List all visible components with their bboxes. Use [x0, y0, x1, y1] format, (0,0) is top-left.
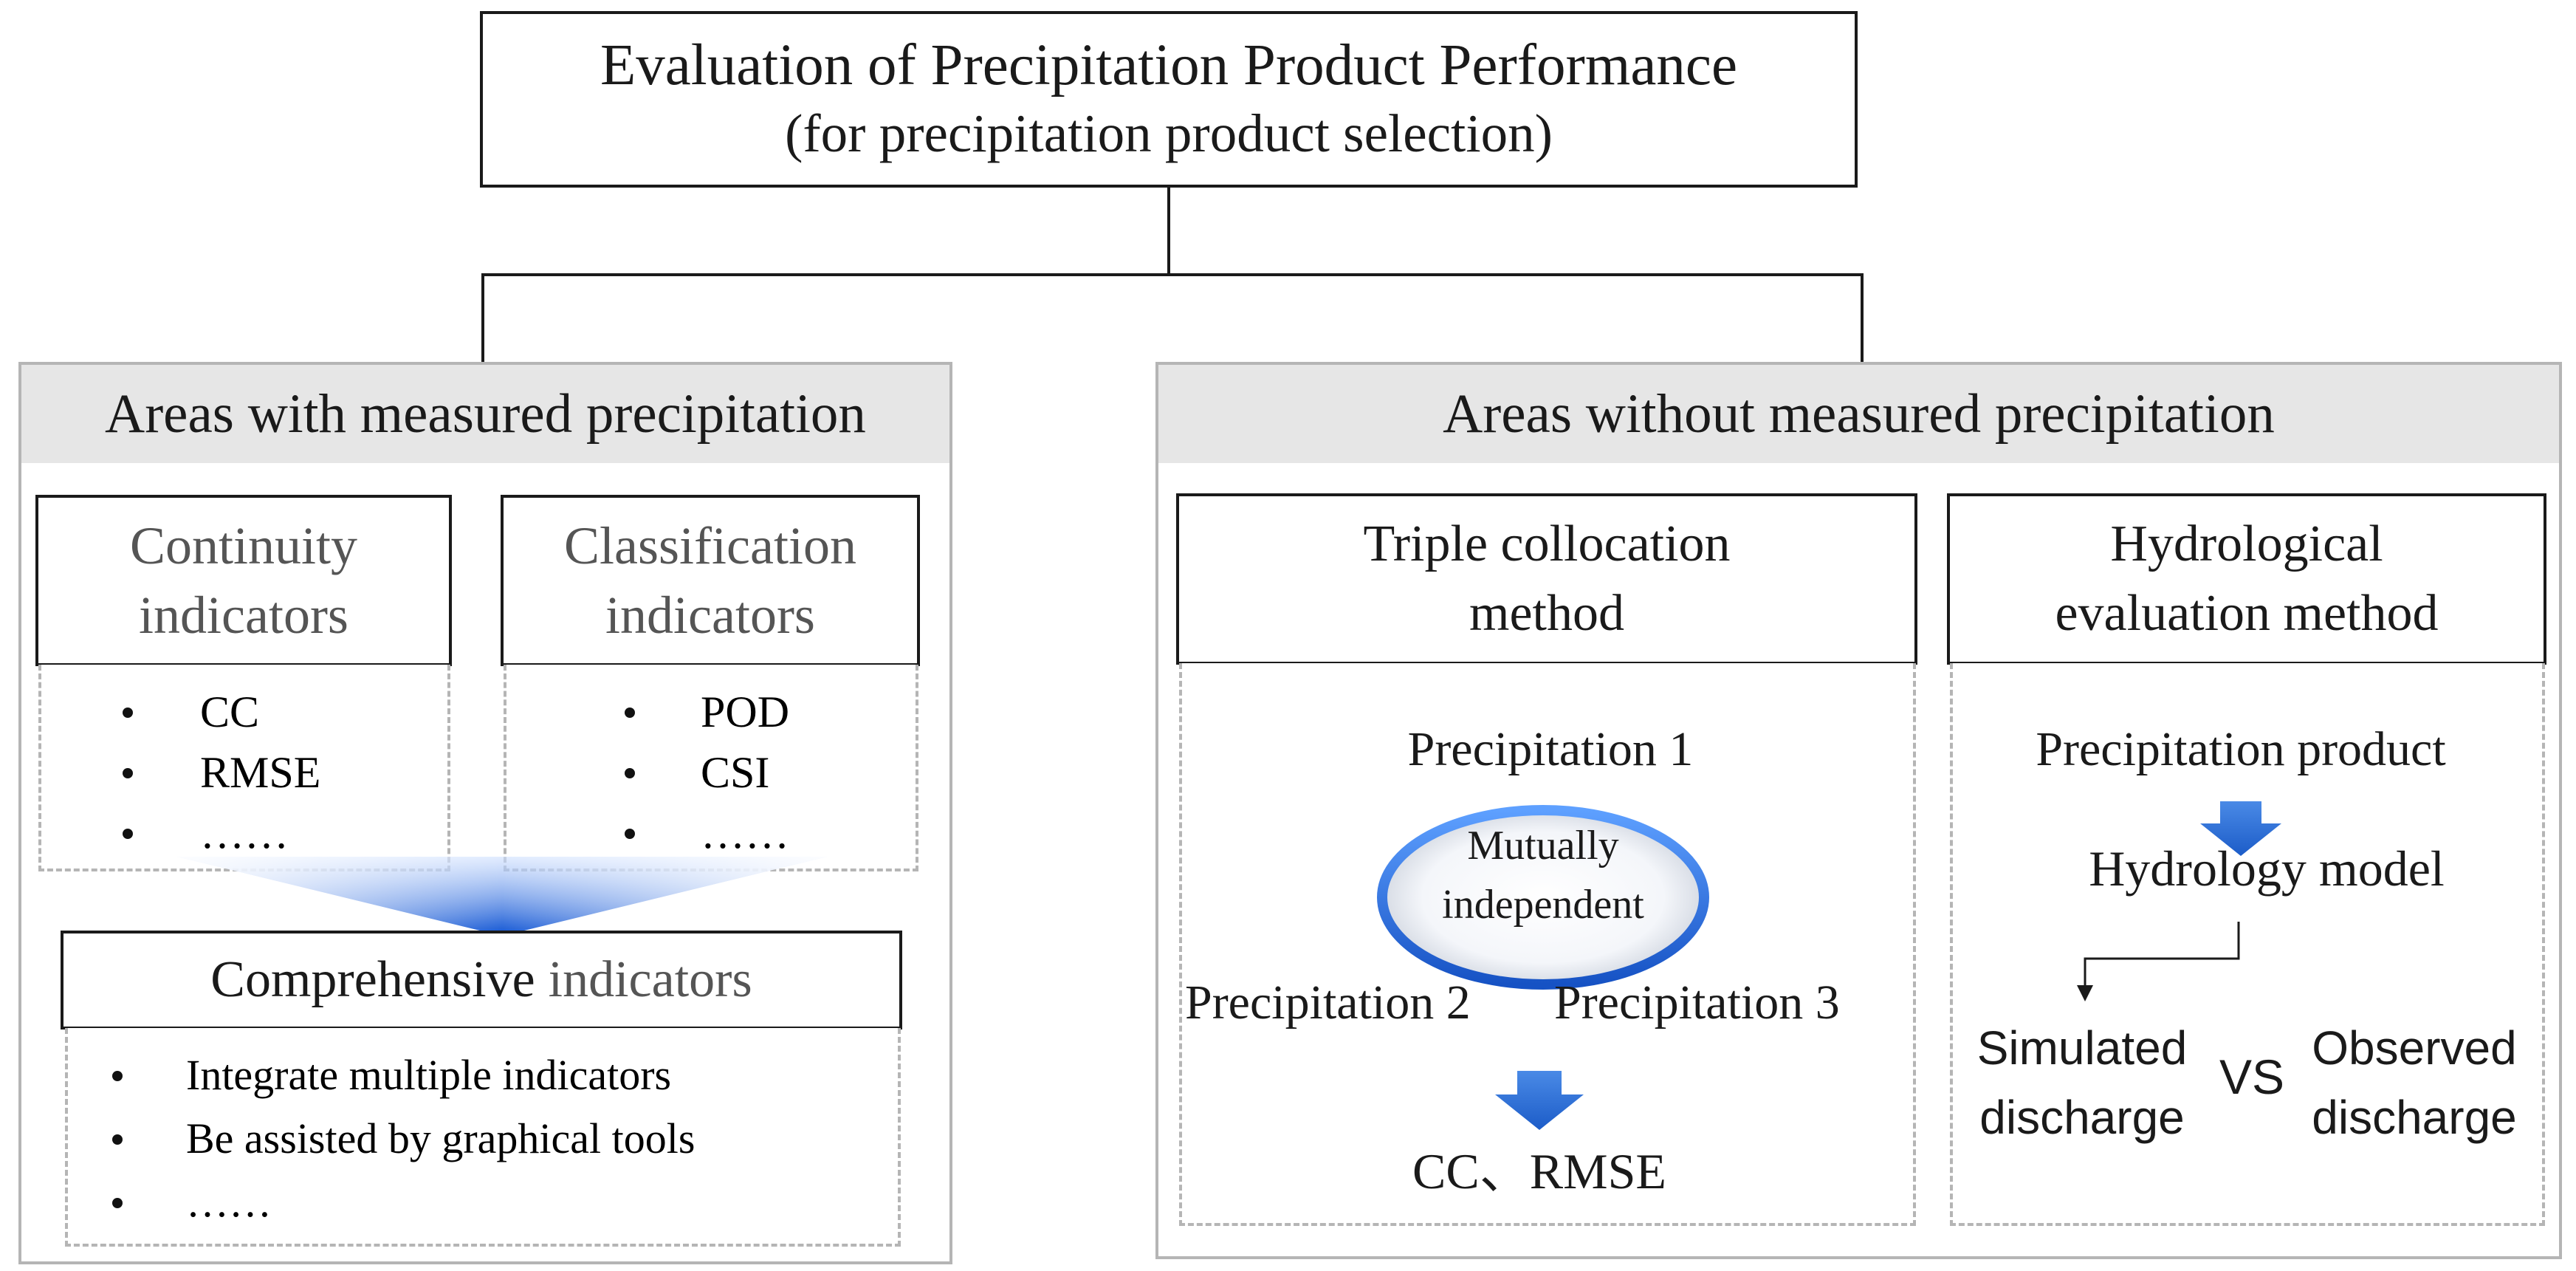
precipitation-1-label: Precipitation 1 — [1407, 722, 1694, 776]
ellipse-text: Mutually independent — [1373, 816, 1713, 934]
simulated-line2: discharge — [1979, 1091, 2185, 1144]
continuity-label-line1: Continuity — [129, 516, 358, 575]
mutually-independent-ellipse-icon — [1377, 805, 1709, 990]
classification-item-0: POD — [701, 688, 790, 736]
classification-indicators-box: Classification indicators — [501, 495, 920, 666]
down-arrow-icon — [1495, 1071, 1584, 1130]
hydro-label-line1: Hydrological — [2110, 515, 2383, 572]
precipitation-2-label: Precipitation 2 — [1185, 976, 1471, 1030]
comprehensive-label-word2: indicators — [548, 951, 752, 1008]
classification-label-line1: Classification — [564, 516, 856, 575]
observed-line2: discharge — [2312, 1091, 2517, 1144]
right-panel-heading: Areas without measured precipitation — [1158, 365, 2559, 463]
classification-list-panel: POD CSI …… — [504, 665, 918, 871]
comprehensive-item-1: Be assisted by graphical tools — [186, 1114, 695, 1162]
right-heading-text: Areas without measured precipitation — [1443, 383, 2275, 445]
left-panel-heading: Areas with measured precipitation — [21, 365, 949, 463]
triple-label-line2: method — [1469, 585, 1624, 642]
hydro-label-line2: evaluation method — [2055, 585, 2439, 642]
classification-item-2: …… — [701, 809, 789, 857]
precipitation-3-label: Precipitation 3 — [1554, 976, 1840, 1030]
classification-label-line2: indicators — [605, 586, 815, 645]
bullet-icon — [112, 1134, 123, 1145]
comprehensive-item-2: …… — [186, 1178, 272, 1226]
top-title: Evaluation of Precipitation Product Perf… — [600, 32, 1738, 97]
connector-left-drop — [481, 273, 484, 363]
comprehensive-list-panel: Integrate multiple indicators Be assiste… — [65, 1028, 901, 1247]
observed-line1: Observed — [2312, 1021, 2517, 1075]
hydrological-evaluation-box: Hydrological evaluation method — [1947, 493, 2546, 665]
hydrological-panel — [1950, 663, 2545, 1226]
simulated-discharge-label: Simulated discharge — [1957, 1013, 2208, 1152]
ellipse-line2: independent — [1442, 882, 1644, 928]
simulated-line1: Simulated — [1976, 1021, 2188, 1075]
comprehensive-label-word1: Comprehensive — [210, 951, 535, 1008]
continuity-list-panel: CC RMSE …… — [38, 665, 450, 871]
elbow-arrow-icon — [2077, 922, 2240, 1001]
top-subtitle: (for precipitation product selection) — [785, 103, 1553, 163]
continuity-label-line2: indicators — [139, 586, 348, 645]
triple-label-line1: Triple collocation — [1363, 515, 1731, 572]
funnel-gradient-icon — [177, 857, 827, 931]
bullet-icon — [112, 1198, 123, 1208]
comprehensive-indicators-box: Comprehensive indicators — [61, 931, 902, 1030]
connector-right-drop — [1861, 273, 1864, 363]
continuity-indicators-box: Continuity indicators — [35, 495, 452, 666]
top-title-box: Evaluation of Precipitation Product Perf… — [480, 11, 1858, 188]
bullet-icon — [123, 708, 133, 718]
precipitation-product-label: Precipitation product — [2036, 722, 2446, 776]
left-heading-text: Areas with measured precipitation — [105, 383, 866, 445]
bullet-icon — [112, 1071, 123, 1081]
continuity-item-2: …… — [200, 809, 289, 857]
connector-vertical-top — [1167, 186, 1170, 275]
connector-horizontal — [481, 273, 1864, 276]
bullet-icon — [625, 768, 635, 778]
triple-collocation-box: Triple collocation method — [1176, 493, 1917, 665]
classification-item-1: CSI — [701, 748, 770, 797]
ellipse-line1: Mutually — [1467, 823, 1619, 869]
bullet-icon — [123, 768, 133, 778]
bullet-icon — [123, 829, 133, 839]
triple-result: CC、RMSE — [1412, 1143, 1666, 1199]
continuity-item-1: RMSE — [200, 748, 321, 797]
hydrology-model-label: Hydrology model — [2089, 840, 2445, 897]
vs-label: VS — [2219, 1049, 2285, 1104]
continuity-item-0: CC — [200, 688, 260, 736]
bullet-icon — [625, 708, 635, 718]
observed-discharge-label: Observed discharge — [2289, 1013, 2540, 1152]
down-arrow-icon — [2200, 801, 2281, 856]
comprehensive-item-0: Integrate multiple indicators — [186, 1051, 672, 1099]
bullet-icon — [625, 829, 635, 839]
